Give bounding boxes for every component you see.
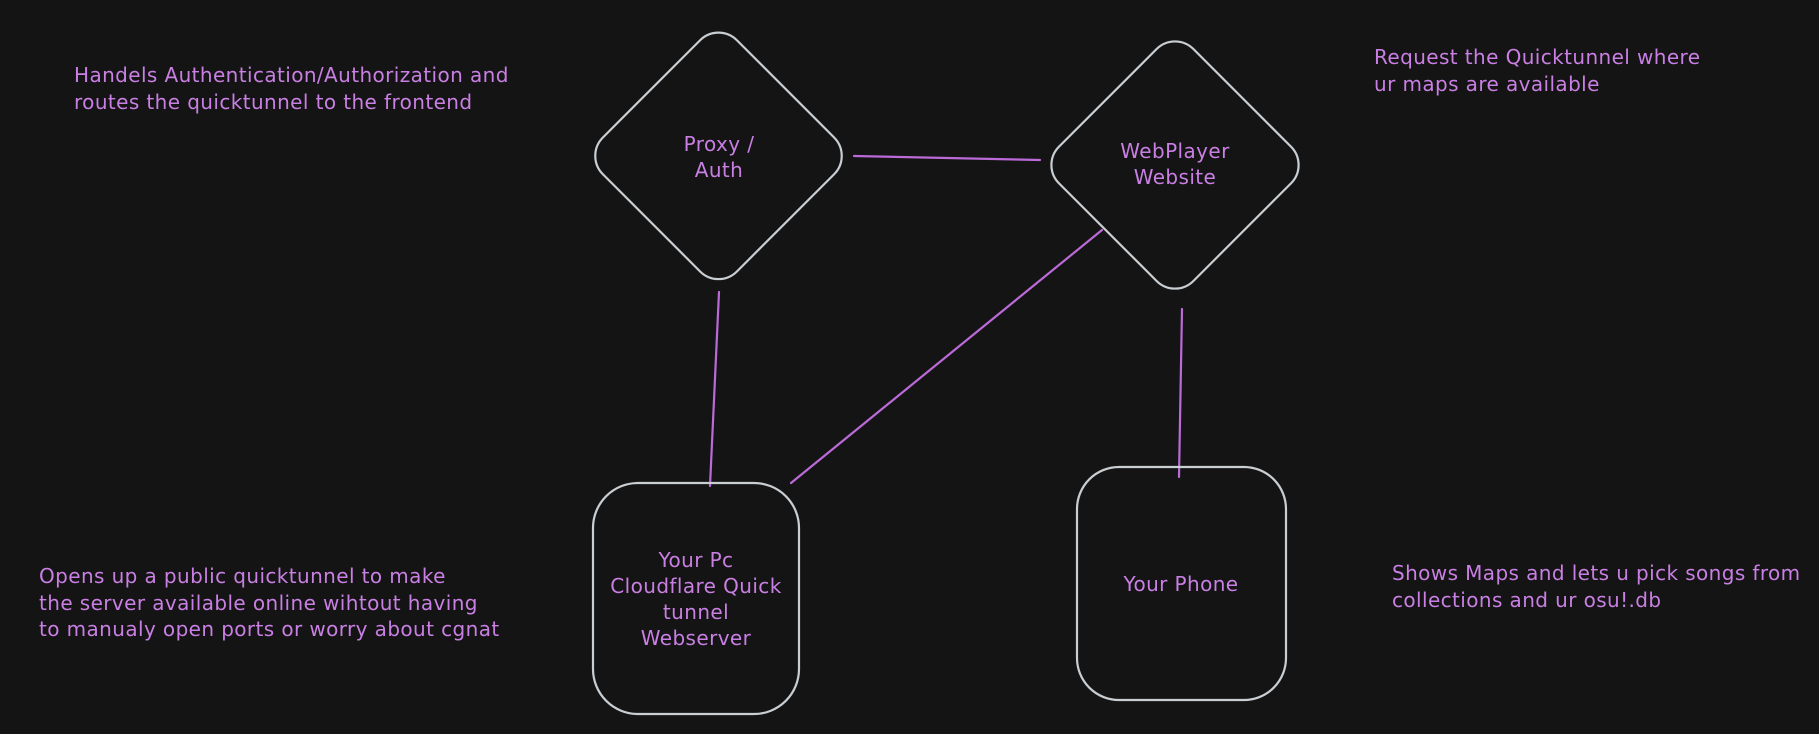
edge-webplayer-to-yourpc[interactable] (789, 228, 1104, 485)
annotation-quicktunnel-webserver: Opens up a public quicktunnel to make th… (39, 564, 500, 641)
node-label-proxy-auth: Proxy / Auth (683, 132, 755, 182)
node-your-pc-box[interactable] (591, 481, 801, 716)
node-webplayer-website-diamond[interactable] (1041, 31, 1310, 300)
node-label-your-pc: Your Pc Cloudflare Quick tunnel Webserve… (610, 548, 782, 650)
node-proxy-auth-diamond[interactable] (585, 22, 853, 290)
node-label-webplayer-website: WebPlayer Website (1120, 139, 1230, 189)
annotation-shows-maps: Shows Maps and lets u pick songs from co… (1392, 561, 1801, 612)
edge-proxy-to-yourpc[interactable] (708, 290, 721, 488)
edge-proxy-to-webplayer[interactable] (852, 154, 1042, 162)
annotation-proxy-auth: Handels Authentication/Authorization and… (74, 63, 509, 114)
node-your-phone-box[interactable] (1075, 465, 1288, 702)
annotation-request-quicktunnel: Request the Quicktunnel where ur maps ar… (1374, 45, 1701, 96)
edge-webplayer-to-yourphone[interactable] (1177, 307, 1184, 479)
node-label-your-phone: Your Phone (1123, 572, 1239, 596)
